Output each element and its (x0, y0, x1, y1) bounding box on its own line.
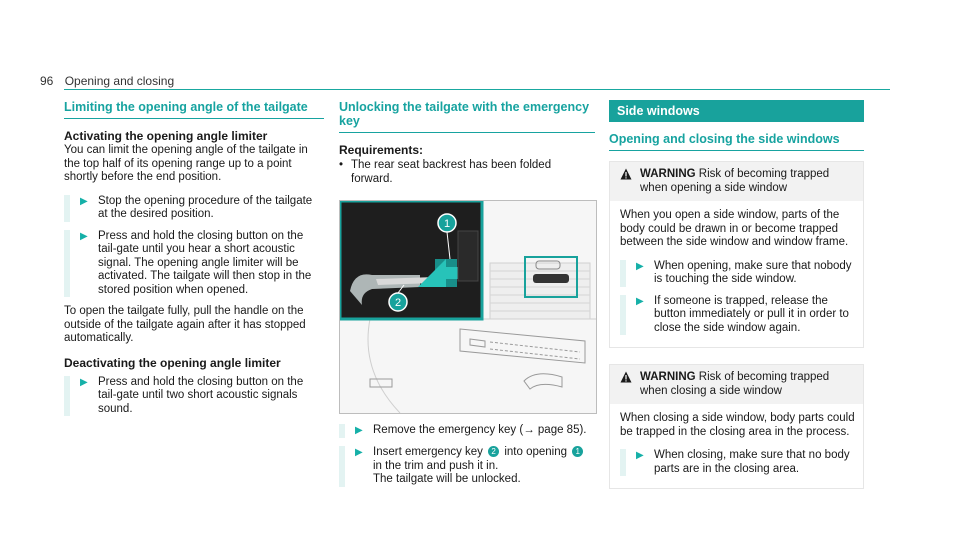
step-item: ▶ Stop the opening procedure of the tail… (64, 194, 324, 222)
step-text: Remove the emergency key (→ page 85). (373, 424, 587, 436)
step-item: ▶ When closing, make sure that no body p… (620, 449, 855, 476)
step-item: ▶ Remove the emergency key (→ page 85). (339, 424, 595, 438)
step-text: Stop the opening procedure of the tailga… (98, 194, 313, 221)
chapter-title: Opening and closing (64, 74, 175, 88)
warning-heading: Risk of becoming trapped when opening a … (640, 168, 830, 194)
warning-text: When you open a side window, parts of th… (620, 209, 849, 248)
warning-box: WARNING Risk of becoming trapped when op… (609, 161, 864, 348)
play-arrow-icon: ▶ (80, 376, 88, 388)
activate-intro: You can limit the opening angle of the t… (64, 144, 308, 183)
step-text: Press and hold the closing button on the… (98, 229, 312, 296)
column-emergency-key: Unlocking the tailgate with the emergenc… (339, 100, 597, 495)
step-text: When opening, make sure that nobody is t… (654, 259, 852, 286)
activate-heading: Activating the opening angle limiter (64, 129, 268, 143)
emergency-key-diagram: 1 2 (340, 201, 596, 413)
step-item: ▶ If someone is trapped, release the but… (620, 294, 855, 335)
warning-heading: Risk of becoming trapped when closing a … (640, 371, 830, 397)
open-fully-text: To open the tailgate fully, pull the han… (64, 305, 306, 344)
play-arrow-icon: ▶ (636, 295, 644, 307)
step-item: ▶ When opening, make sure that nobody is… (620, 259, 855, 287)
requirement-item: • The rear seat backrest has been folded… (339, 159, 552, 185)
callout-2: 2 (395, 297, 401, 309)
step-text: Press and hold the closing button on the… (98, 375, 304, 415)
warning-header: WARNING Risk of becoming trapped when cl… (610, 365, 863, 404)
play-arrow-icon: ▶ (80, 195, 88, 207)
play-arrow-icon: ▶ (636, 450, 644, 461)
requirements-heading: Requirements: (339, 143, 424, 157)
column-side-windows: Side windows Opening and closing the sid… (609, 100, 864, 489)
warning-box: WARNING Risk of becoming trapped when cl… (609, 364, 864, 489)
step-text: When closing, make sure that no body par… (654, 449, 850, 475)
warning-header: WARNING Risk of becoming trapped when op… (610, 162, 863, 201)
section-title: Unlocking the tailgate with the emergenc… (339, 100, 595, 133)
callout-2-badge: 2 (488, 446, 500, 458)
play-arrow-icon: ▶ (355, 447, 363, 458)
page-header: 96 Opening and closing (40, 74, 174, 88)
callout-1: 1 (444, 218, 450, 230)
warning-triangle-icon (620, 371, 632, 383)
play-arrow-icon: ▶ (355, 425, 363, 436)
chapter-banner: Side windows (609, 100, 864, 122)
step-item: ▶ Insert emergency key 2 into opening 1 … (339, 446, 595, 487)
step-text: If someone is trapped, release the butto… (654, 294, 849, 334)
section-title: Opening and closing the side windows (609, 132, 864, 151)
tailgate-trim-illustration: 1 2 (339, 200, 597, 414)
deactivate-heading: Deactivating the opening angle limiter (64, 355, 281, 370)
section-title: Limiting the opening angle of the tailga… (64, 100, 324, 119)
page-number: 96 (40, 74, 54, 88)
warning-triangle-icon (620, 168, 632, 180)
warning-label: WARNING (640, 371, 696, 383)
header-divider (64, 89, 890, 90)
warning-text: When closing a side window, body parts c… (620, 412, 855, 438)
warning-label: WARNING (640, 168, 696, 180)
step-item: ▶ Press and hold the closing button on t… (64, 375, 324, 416)
play-arrow-icon: ▶ (636, 260, 644, 272)
callout-1-badge: 1 (572, 446, 584, 458)
step-text: Insert emergency key 2 into opening 1 in… (373, 446, 595, 487)
step-item: ▶ Press and hold the closing button on t… (64, 229, 324, 297)
column-tailgate-limiter: Limiting the opening angle of the tailga… (64, 100, 324, 424)
play-arrow-icon: ▶ (80, 230, 88, 242)
